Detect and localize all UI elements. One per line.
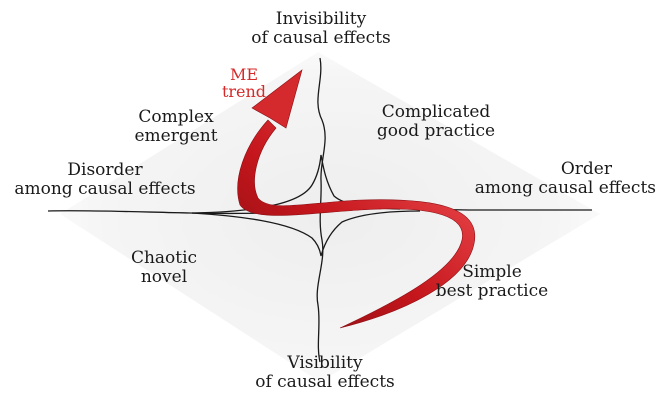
background-diamond (60, 52, 600, 382)
central-boundary-bottom (191, 210, 421, 257)
me-trend-arrowhead (251, 69, 303, 129)
me-trend-arrow (237, 69, 476, 329)
me-trend-arrow-body (237, 119, 476, 329)
